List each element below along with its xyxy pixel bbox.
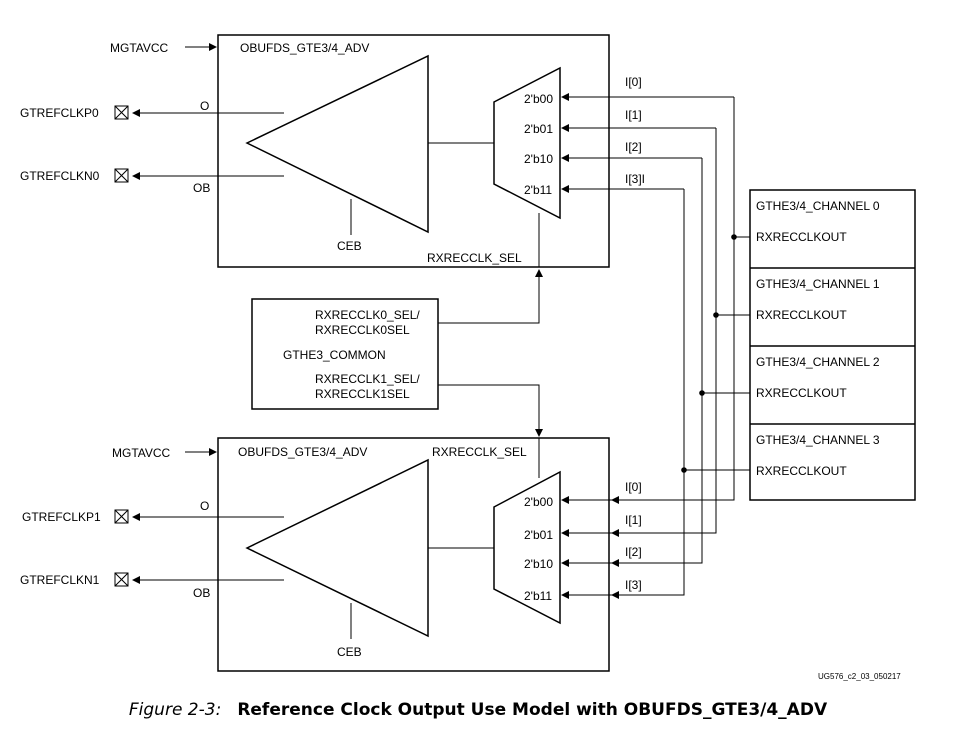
pin-gtrefclkp1-label: GTREFCLKP1 xyxy=(22,510,101,524)
ch3-junction xyxy=(681,467,687,473)
buffer-top-ob-label: OB xyxy=(193,181,210,195)
channel-2-name: GTHE3/4_CHANNEL 2 xyxy=(756,355,880,369)
buffer-bottom-sel-label: RXRECCLK_SEL xyxy=(432,445,527,459)
buffer-top-title: OBUFDS_GTE3/4_ADV xyxy=(240,41,369,55)
channel-0-port: RXRECCLKOUT xyxy=(756,230,847,244)
pin-gtrefclkn0-icon xyxy=(114,168,129,183)
channel-3-port: RXRECCLKOUT xyxy=(756,464,847,478)
buffer-top-supply-label: MGTAVCC xyxy=(110,41,169,55)
buffer-bottom: OBUFDS_GTE3/4_ADV MGTAVCC CEB O OB GTREF… xyxy=(20,437,642,672)
channel-stack: GTHE3/4_CHANNEL 0 RXRECCLKOUT GTHE3/4_CH… xyxy=(749,189,916,501)
common-sel0-line1: RXRECCLK0_SEL/ xyxy=(315,308,420,322)
figure-id: UG576_c2_03_050217 xyxy=(818,672,901,681)
mux-bottom-in-2: 2'b10 xyxy=(524,557,553,571)
bottom-input-label-3: I[3] xyxy=(625,578,642,592)
channel-stack-box xyxy=(749,189,916,501)
mux-bottom-in-3: 2'b11 xyxy=(524,589,552,603)
buffer-top-mux xyxy=(493,66,561,220)
top-input-label-1: I[1] xyxy=(625,108,642,122)
mux-top-in-0: 2'b00 xyxy=(524,92,553,106)
buffer-top-box xyxy=(217,34,610,268)
channel-3-name: GTHE3/4_CHANNEL 3 xyxy=(756,433,880,447)
top-input-label-0: I[0] xyxy=(625,75,642,89)
buffer-bottom-box xyxy=(217,437,610,672)
top-input-label-3: I[3]I xyxy=(625,172,645,186)
buffer-bottom-ob-label: OB xyxy=(193,586,210,600)
gthe3-common: RXRECCLK0_SEL/ RXRECCLK0SEL GTHE3_COMMON… xyxy=(251,269,543,437)
buffer-top-ceb-label: CEB xyxy=(337,239,362,253)
figure-caption: Figure 2-3: Reference Clock Output Use Mo… xyxy=(0,700,956,720)
mux-top-in-3: 2'b11 xyxy=(524,183,552,197)
caption-title: Reference Clock Output Use Model with OB… xyxy=(237,700,828,720)
gthe3-common-box xyxy=(251,298,439,410)
buffer-top: OBUFDS_GTE3/4_ADV MGTAVCC CEB O OB GTREF… xyxy=(20,34,645,268)
channel-1-name: GTHE3/4_CHANNEL 1 xyxy=(756,277,880,291)
channel-0-name: GTHE3/4_CHANNEL 0 xyxy=(756,199,880,213)
clock-output-diagram: OBUFDS_GTE3/4_ADV MGTAVCC CEB O OB GTREF… xyxy=(20,34,916,681)
buffer-top-triangle xyxy=(245,54,429,234)
bottom-input-label-0: I[0] xyxy=(625,480,642,494)
common-sel1-line1: RXRECCLK1_SEL/ xyxy=(315,372,420,386)
clock-routing xyxy=(561,93,750,599)
common-sel1-line2: RXRECCLK1SEL xyxy=(315,387,410,401)
pin-gtrefclkn1-icon xyxy=(114,572,129,587)
buffer-bottom-mux xyxy=(493,470,561,625)
buffer-top-o-label: O xyxy=(200,99,209,113)
buffer-bottom-triangle xyxy=(245,458,429,638)
buffer-bottom-supply-label: MGTAVCC xyxy=(112,446,171,460)
ch0-route xyxy=(611,97,735,504)
channel-2-port: RXRECCLKOUT xyxy=(756,386,847,400)
sel0-wire xyxy=(438,269,543,324)
ch3-route xyxy=(611,189,685,599)
buffer-bottom-title: OBUFDS_GTE3/4_ADV xyxy=(238,445,367,459)
pin-gtrefclkn0-label: GTREFCLKN0 xyxy=(20,169,100,183)
mux-top-in-2: 2'b10 xyxy=(524,152,553,166)
ch1-route xyxy=(611,128,717,537)
channel-1-port: RXRECCLKOUT xyxy=(756,308,847,322)
common-sel0-line2: RXRECCLK0SEL xyxy=(315,323,410,337)
pin-gtrefclkp1-icon xyxy=(114,509,129,524)
ch2-route xyxy=(611,158,703,567)
buffer-bottom-o-label: O xyxy=(200,499,209,513)
pin-gtrefclkn1-label: GTREFCLKN1 xyxy=(20,573,100,587)
buffer-top-sel-label: RXRECCLK_SEL xyxy=(427,251,522,265)
mux-bottom-in-1: 2'b01 xyxy=(524,528,553,542)
buffer-bottom-ceb-label: CEB xyxy=(337,645,362,659)
bottom-input-label-1: I[1] xyxy=(625,513,642,527)
top-input-label-2: I[2] xyxy=(625,140,642,154)
mux-top-in-1: 2'b01 xyxy=(524,122,553,136)
bottom-input-label-2: I[2] xyxy=(625,545,642,559)
sel1-wire xyxy=(438,384,543,437)
mux-bottom-in-0: 2'b00 xyxy=(524,495,553,509)
ch1-junction xyxy=(713,312,719,318)
caption-label: Figure 2-3: xyxy=(128,700,222,720)
pin-gtrefclkp0-icon xyxy=(114,105,129,120)
common-name: GTHE3_COMMON xyxy=(283,348,386,362)
ch0-junction xyxy=(731,234,737,240)
ch2-junction xyxy=(699,390,705,396)
pin-gtrefclkp0-label: GTREFCLKP0 xyxy=(20,106,99,120)
